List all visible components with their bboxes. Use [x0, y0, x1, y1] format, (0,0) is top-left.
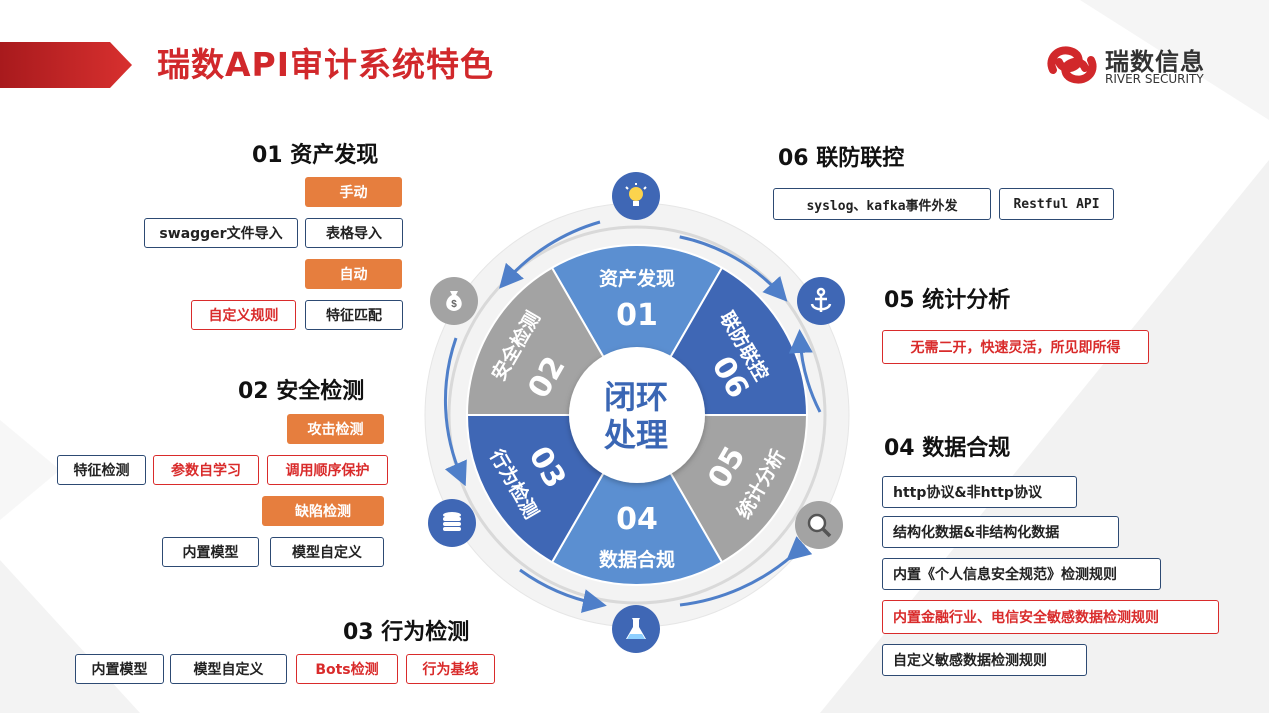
manual-tag: 手动: [305, 177, 402, 207]
behavior-builtin-model-tag: 内置模型: [75, 654, 164, 684]
center-line-1: 闭环: [603, 378, 668, 416]
magnifier-icon: [795, 501, 843, 549]
attack-detect-tag: 攻击检测: [287, 414, 384, 444]
section-05-title: 05 统计分析: [884, 288, 1011, 313]
center-label: 闭环 处理: [592, 378, 680, 454]
segment-01-number: 01: [616, 298, 658, 333]
call-order-tag: 调用顺序保护: [267, 455, 388, 485]
section-01-title: 01 资产发现: [252, 143, 379, 168]
segment-04-label: 数据合规: [598, 549, 675, 571]
database-icon: [428, 499, 476, 547]
logo-text-cn: 瑞数信息: [1105, 48, 1205, 76]
section-02-title: 02 安全检测: [238, 379, 365, 404]
svg-text:$: $: [451, 299, 457, 310]
feature-detect-tag: 特征检测: [57, 455, 146, 485]
center-line-2: 处理: [603, 416, 668, 454]
behavior-baseline-tag: 行为基线: [406, 654, 495, 684]
anchor-icon: [797, 277, 845, 325]
segment-01-sector: [550, 244, 724, 417]
syslog-kafka-tag: syslog、kafka事件外发: [773, 188, 991, 220]
custom-sensitive-rules-tag: 自定义敏感数据检测规则: [882, 644, 1087, 676]
custom-rules-tag: 自定义规则: [191, 300, 296, 330]
lightbulb-icon: [612, 172, 660, 220]
logo-mark-icon: [1047, 46, 1097, 84]
personal-info-rules-tag: 内置《个人信息安全规范》检测规则: [882, 558, 1161, 590]
segment-04-sector: [550, 413, 724, 586]
builtin-model-tag: 内置模型: [162, 537, 259, 567]
money-bag-icon: $: [430, 277, 478, 325]
restful-api-tag: Restful API: [999, 188, 1114, 220]
section-03-title: 03 行为检测: [343, 620, 470, 645]
logo-text-en: RIVER SECURITY: [1105, 72, 1204, 86]
table-import-tag: 表格导入: [305, 218, 403, 248]
segment-04-number: 04: [616, 502, 658, 537]
behavior-custom-model-tag: 模型自定义: [170, 654, 287, 684]
title-banner-shape: [0, 42, 132, 88]
flask-icon: [612, 605, 660, 653]
bots-detect-tag: Bots检测: [296, 654, 398, 684]
no-dev-needed-tag: 无需二开，快速灵活，所见即所得: [882, 330, 1149, 364]
structured-data-tag: 结构化数据&非结构化数据: [882, 516, 1119, 548]
river-security-logo: 瑞数信息 RIVER SECURITY: [1045, 40, 1245, 90]
defect-detect-tag: 缺陷检测: [262, 496, 384, 526]
feature-match-tag: 特征匹配: [305, 300, 403, 330]
page-title: 瑞数API审计系统特色: [157, 45, 495, 84]
finance-telecom-rules-tag: 内置金融行业、电信安全敏感数据检测规则: [882, 600, 1219, 634]
auto-tag: 自动: [305, 259, 402, 289]
section-04-title: 04 数据合规: [884, 436, 1011, 461]
http-protocol-tag: http协议&非http协议: [882, 476, 1077, 508]
custom-model-tag: 模型自定义: [270, 537, 384, 567]
param-learn-tag: 参数自学习: [153, 455, 259, 485]
segment-01-label: 资产发现: [598, 268, 675, 290]
section-06-title: 06 联防联控: [778, 146, 905, 171]
swagger-import-tag: swagger文件导入: [144, 218, 298, 248]
